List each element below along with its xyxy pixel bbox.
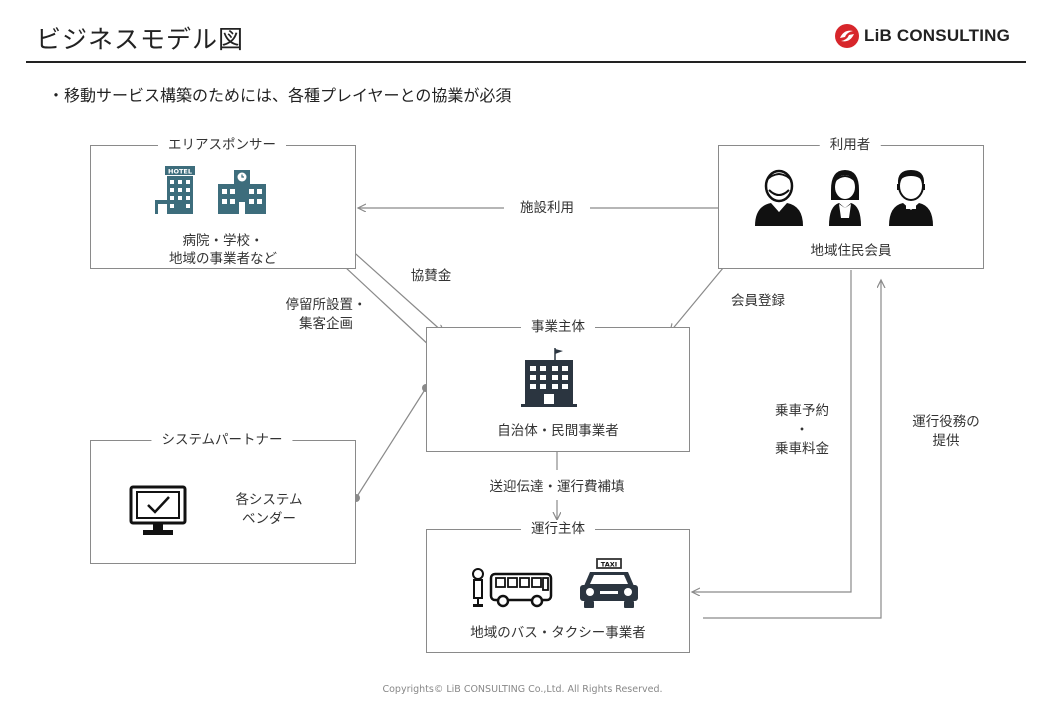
stop-setup-label-line2: 集客企画 [299,316,353,332]
lib-logo-icon [835,24,859,48]
system-partner-link [355,387,427,499]
system-partner-desc-line1: 各システム [235,492,303,508]
ride-label-line1: 乗車予約 [775,403,829,419]
area-sponsor-desc-line1: 病院・学校・ [182,233,264,249]
ride-label-line3: 乗車料金 [775,441,829,457]
facility-use-label: 施設利用 [504,199,590,218]
taxi-sign: TAXI [601,560,617,568]
copyright-footer: Copyrights© LiB CONSULTING Co.,Ltd. All … [382,684,663,695]
area-sponsor-title: エリアスポンサー [158,136,286,154]
system-partner-title: システムパートナー [151,431,293,449]
stop-setup-label-line1: 停留所設置・ [285,297,367,313]
service-provision-arrow [703,280,881,619]
bullet-text: ・移動サービス構築のためには、各種プレイヤーとの協業が必須 [48,86,512,105]
sponsorship-label: 協賛金 [410,268,452,284]
header-rule [26,61,1026,63]
service-label-line1: 運行役務の [912,414,980,430]
student-icon [889,170,933,226]
transport-title: 運行主体 [521,520,595,538]
area-sponsor-box: エリアスポンサー HOTEL 病院・学校・ 地域の事業者など [90,136,356,269]
hotel-sign: HOTEL [168,168,192,176]
system-partner-box: システムパートナー 各システム ベンダー [90,431,356,564]
member-registration-label: 会員登録 [731,293,785,309]
elderly-person-icon [755,169,803,226]
users-desc: 地域住民会員 [810,243,892,259]
operator-desc: 自治体・民間事業者 [497,423,619,439]
logo-text: LiB CONSULTING [864,26,1011,45]
monitor-check-icon [129,485,187,535]
school-icon [218,170,266,214]
sponsorship-arrow [347,246,444,333]
service-label-line2: 提供 [932,433,960,449]
hotel-icon: HOTEL [155,166,195,214]
users-box: 利用者 地域住民会員 [718,136,984,269]
ride-label-line2: ・ [795,422,809,438]
ride-booking-arrow [692,270,852,592]
bus-stop-bus-icon [472,568,553,608]
system-partner-desc-line2: ベンダー [242,511,296,527]
woman-icon [829,170,861,226]
operator-title: 事業主体 [521,318,595,336]
transport-box: 運行主体 TAXI 地域のバス・タクシー事業者 [426,520,690,653]
operator-box: 事業主体 自治体・民間事業者 [426,318,690,452]
transport-desc: 地域のバス・タクシー事業者 [470,625,646,641]
taxi-icon: TAXI [580,558,638,608]
users-title: 利用者 [819,136,881,154]
area-sponsor-desc-line2: 地域の事業者など [169,251,277,267]
page-title: ビジネスモデル図 [36,25,245,54]
pickup-label: 送迎伝達・運行費補填 [489,479,625,495]
company-logo: LiB CONSULTING [834,23,1010,49]
office-building-icon [521,348,577,407]
